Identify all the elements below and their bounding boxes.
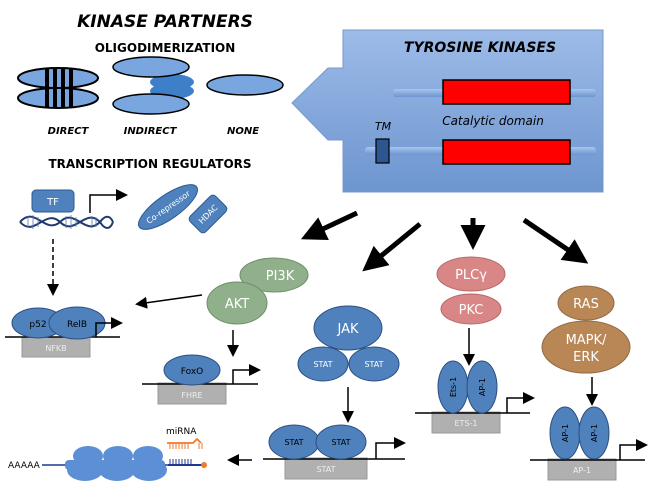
dna-stat-2-label: STAT [331, 438, 350, 447]
arrow-to-jak [362, 222, 422, 272]
ets-element [431, 411, 501, 434]
akt-to-nfkb-arrow [135, 294, 203, 309]
transcription-regulators-title: TRANSCRIPTION REGULATORS [48, 157, 251, 171]
foxo-node [163, 354, 221, 386]
dna-stat-2 [315, 424, 367, 460]
none-label: NONE [227, 126, 259, 137]
tf-box [31, 189, 75, 213]
arrow-to-ras [522, 217, 589, 264]
pkc-node [440, 293, 502, 325]
tk-output-arrows [300, 210, 589, 272]
indirect-dimer [112, 56, 194, 115]
jak-stat-2-label: STAT [364, 360, 383, 369]
ets-ap1-label: AP-1 [478, 378, 487, 396]
ap1b-label: AP-1 [590, 424, 599, 442]
catalytic-domain-2 [442, 139, 571, 165]
catalytic-domain-label: Catalytic domain [442, 114, 544, 128]
ap1-element-label: AP-1 [573, 466, 591, 475]
arrow-to-pi3k [300, 210, 359, 240]
mapk-node [541, 320, 631, 374]
mirna-strand [167, 437, 207, 468]
jak-stat-2 [348, 346, 400, 382]
jak-node [313, 305, 383, 351]
plc-label: PLCγ [455, 268, 487, 283]
stat-element [284, 457, 368, 480]
tf-transcription-arrow [89, 189, 128, 213]
monomer [206, 74, 284, 96]
ets-ap1-node [466, 360, 498, 414]
ras-label: RAS [573, 297, 599, 312]
stat-transcription-arrow [375, 437, 406, 459]
pi3k-label: PI3K [266, 269, 295, 284]
nfkb-transcription-arrow [95, 317, 123, 337]
mirna-label: miRNA [166, 427, 197, 437]
ap1b-node [578, 406, 610, 460]
mapk-label-line1: MAPK/ [566, 333, 607, 348]
nfkb-label: NFKB [45, 344, 66, 353]
jak-stat-1 [297, 346, 349, 382]
transmembrane-domain [375, 138, 390, 164]
tyrosine-kinases-title: TYROSINE KINASES [404, 40, 556, 56]
polya-label: AAAAA [8, 461, 41, 471]
mapk-label-line2: ERK [573, 350, 599, 365]
plc-node [436, 256, 506, 292]
ap1-element [547, 458, 617, 481]
jak-stat-1-label: STAT [313, 360, 332, 369]
pkc-label: PKC [459, 303, 484, 318]
foxo-transcription-arrow [232, 364, 261, 384]
corepressor: Co-repressor [138, 184, 198, 230]
p52-label: p52 [29, 320, 46, 330]
indirect-label: INDIRECT [124, 126, 178, 137]
oligodimerization-title: OLIGODIMERIZATION [95, 41, 236, 55]
direct-label: DIRECT [48, 126, 90, 137]
jak-label: JAK [336, 322, 358, 337]
foxo-label: FoxO [181, 367, 204, 377]
direct-dimer [17, 67, 99, 109]
ets1-label: Ets-1 [449, 377, 458, 397]
ap1a-label: AP-1 [561, 424, 570, 442]
tf-label: TF [46, 197, 59, 208]
catalytic-domain-1 [442, 79, 571, 105]
ets-element-label: ETS-1 [455, 419, 478, 428]
pi3k-node [239, 257, 309, 293]
dna-helix-icon [19, 215, 114, 229]
fhre-label: FHRE [181, 391, 202, 400]
stat-element-label: STAT [316, 465, 335, 474]
hdac: HDAC [188, 194, 228, 234]
kinase-partners-title: KINASE PARTNERS [77, 12, 253, 32]
ets-transcription-arrow [506, 392, 535, 413]
akt-label: AKT [225, 297, 249, 312]
ras-node [557, 285, 615, 321]
ribosomes [65, 446, 167, 481]
ap1-transcription-arrow [619, 439, 648, 460]
tm-label: TM [375, 120, 392, 133]
dna-stat-1-label: STAT [284, 438, 303, 447]
relb-label: RelB [67, 320, 87, 330]
akt-node [206, 281, 268, 325]
